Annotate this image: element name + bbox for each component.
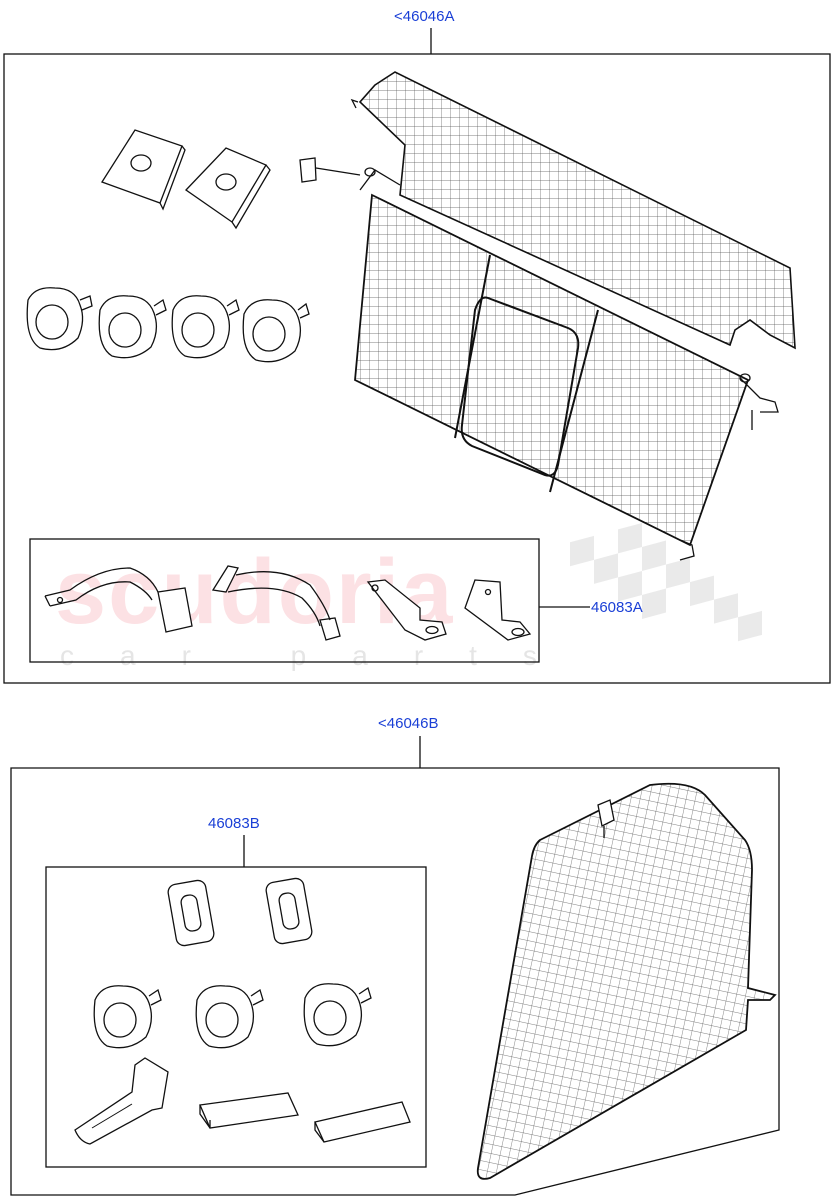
foam-block-1 — [199, 1092, 299, 1129]
knob-bottom-3 — [303, 983, 372, 1047]
cargo-guard-top — [299, 71, 796, 561]
foam-block-2 — [314, 1101, 411, 1143]
bottom-assembly-frame — [10, 767, 780, 1196]
hook-bracket-right — [211, 565, 341, 641]
hook-bracket-left — [44, 567, 193, 633]
bottom-assembly-group — [10, 736, 780, 1196]
slot-plate-2 — [265, 877, 313, 945]
knob-bottom-1 — [93, 985, 162, 1049]
knob-top-1 — [26, 287, 93, 351]
top-kit-frame — [29, 538, 540, 663]
bottom-kit-frame — [45, 866, 427, 1168]
slot-plate-1 — [167, 879, 215, 947]
angle-bracket-1 — [366, 579, 447, 641]
knob-top-3 — [171, 295, 240, 359]
rubber-pad-1 — [101, 129, 186, 211]
rubber-pad-2 — [185, 147, 271, 230]
callout-top-kit[interactable]: 46083A — [591, 599, 643, 616]
knob-top-2 — [98, 295, 167, 359]
knob-top-4 — [242, 299, 310, 363]
callout-bottom-assembly[interactable]: <46046B — [378, 715, 439, 732]
callout-bottom-kit[interactable]: 46083B — [208, 815, 260, 832]
callout-top-assembly[interactable]: <46046A — [394, 8, 455, 25]
knob-bottom-2 — [195, 985, 264, 1049]
top-assembly-group — [3, 28, 831, 684]
checker-watermark — [570, 522, 762, 642]
angle-bracket-2 — [464, 579, 532, 641]
slotted-bracket — [74, 1057, 169, 1145]
cargo-guard-side — [476, 782, 777, 1180]
top-assembly-frame — [3, 53, 831, 684]
